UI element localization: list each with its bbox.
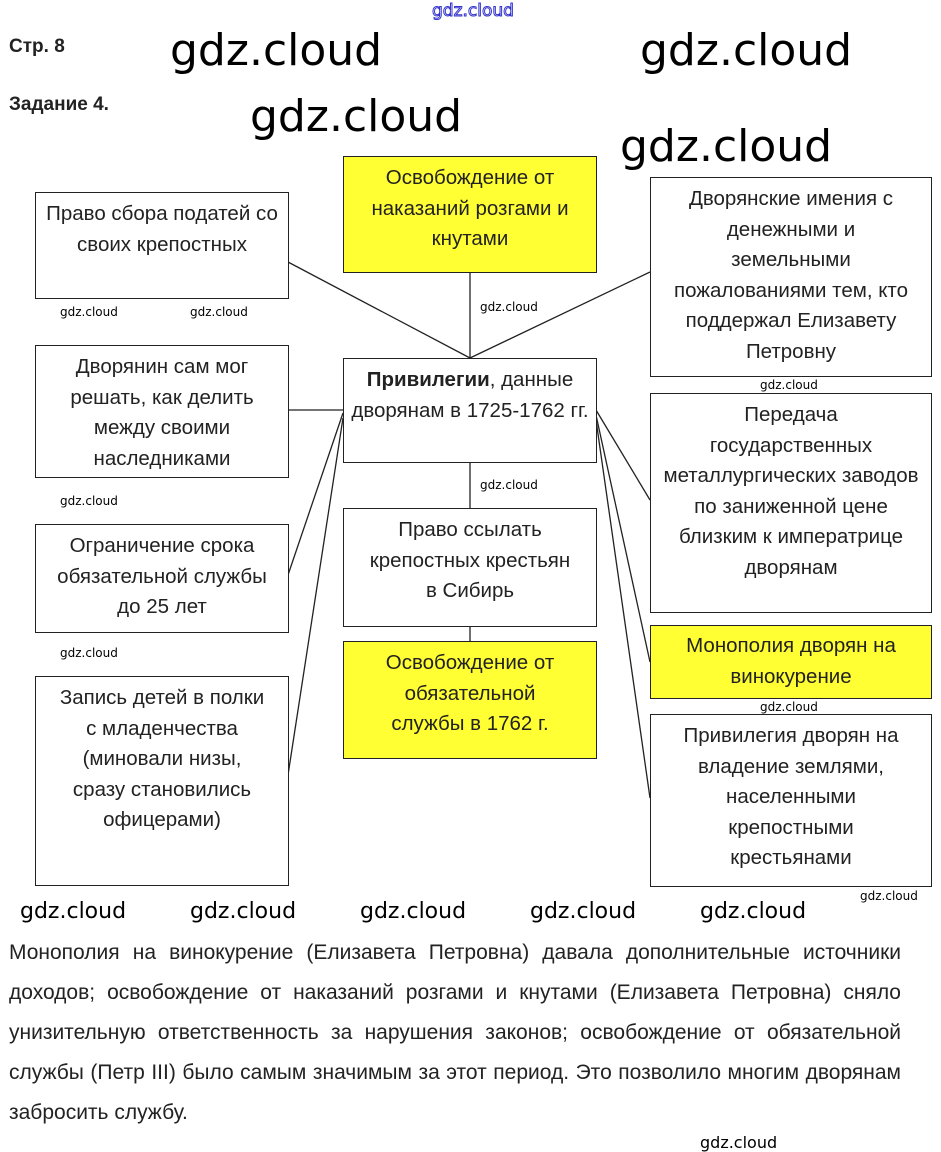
watermark: gdz.cloud: [250, 91, 463, 142]
watermark: gdz.cloud: [60, 305, 118, 319]
box-text: Монополия дворян на винокурение: [686, 634, 896, 688]
box-text: Дворянин сам мог решать, как делить межд…: [70, 355, 254, 470]
page-number: Стр. 8: [9, 36, 65, 57]
box-text: Право ссылать крепостных крестьян в Сиби…: [369, 518, 571, 602]
connector: [595, 409, 651, 501]
connector: [287, 417, 344, 776]
watermark: gdz.cloud: [60, 494, 118, 508]
box-land-ownership: Привилегия дворян на владение землями, н…: [650, 714, 932, 887]
watermark: gdz.cloud: [190, 899, 297, 924]
box-text: Право сбора податей со своих крепостных: [46, 202, 278, 256]
center-text: Привилегии, данные дворянам в 1725-1762 …: [344, 365, 596, 426]
watermark: gdz.cloud: [480, 478, 538, 492]
connector: [469, 271, 651, 359]
explanation-paragraph: Монополия на винокурение (Елизавета Петр…: [9, 941, 901, 1124]
box-inheritance: Дворянин сам мог решать, как делить межд…: [35, 345, 289, 478]
box-text: Дворянские имения с денежными и земельны…: [674, 187, 908, 363]
watermark: gdz.cloud: [432, 1, 515, 22]
box-text: Запись детей в полки с младенчества (мин…: [59, 686, 265, 831]
watermark: gdz.cloud: [620, 121, 833, 172]
watermark: gdz.cloud: [170, 25, 383, 76]
box-child-enlistment: Запись детей в полки с младенчества (мин…: [35, 676, 289, 886]
watermark: gdz.cloud: [860, 889, 918, 903]
task-title: Задание 4.: [9, 94, 109, 115]
connector: [287, 412, 344, 576]
box-text: Ограничение срока обязательной службы до…: [57, 534, 267, 618]
watermark: gdz.cloud: [360, 899, 467, 924]
connector: [595, 419, 651, 799]
box-text: Освобождение от обязательной службы в 17…: [385, 651, 555, 735]
box-center-privileges: Привилегии, данные дворянам в 1725-1762 …: [343, 358, 597, 463]
watermark: gdz.cloud: [60, 646, 118, 660]
box-service-limit: Ограничение срока обязательной службы до…: [35, 524, 289, 633]
box-tax-collection: Право сбора податей со своих крепостных: [35, 192, 289, 299]
watermark: gdz.cloud: [480, 300, 538, 314]
watermark: gdz.cloud: [700, 1133, 778, 1152]
box-corporal-punishment: Освобождение от наказаний розгами и кнут…: [343, 156, 597, 273]
watermark: gdz.cloud: [20, 899, 127, 924]
connector: [595, 414, 651, 663]
box-distilling-monopoly: Монополия дворян на винокурение: [650, 625, 932, 699]
watermark: gdz.cloud: [640, 25, 853, 76]
box-exile-siberia: Право ссылать крепостных крестьян в Сиби…: [343, 508, 597, 627]
box-service-exemption: Освобождение от обязательной службы в 17…: [343, 641, 597, 759]
watermark: gdz.cloud: [760, 700, 818, 714]
box-text: Привилегия дворян на владение землями, н…: [683, 724, 899, 869]
box-metallurgy-plants: Передача государственных металлургически…: [650, 393, 932, 613]
box-text: Передача государственных металлургически…: [663, 403, 919, 579]
watermark: gdz.cloud: [700, 899, 807, 924]
box-estates-grants: Дворянские имения с денежными и земельны…: [650, 177, 932, 377]
watermark: gdz.cloud: [530, 899, 637, 924]
box-text: Освобождение от наказаний розгами и кнут…: [371, 166, 569, 250]
center-bold: Привилегии: [366, 368, 490, 391]
connector: [287, 261, 471, 359]
center-rest: , данные дворянам в 1725-1762 гг.: [351, 368, 589, 422]
watermark: gdz.cloud: [190, 305, 248, 319]
watermark: gdz.cloud: [760, 378, 818, 392]
